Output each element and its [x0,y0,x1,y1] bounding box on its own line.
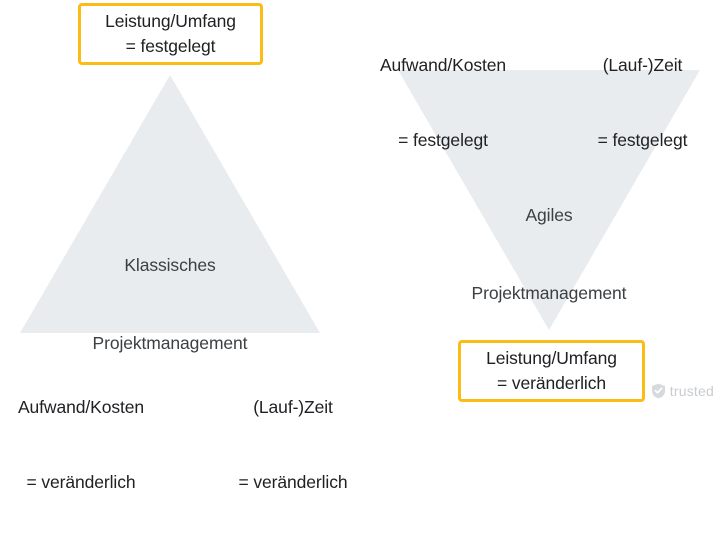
agile-pyramid-caption: Agiles Projektmanagement [441,150,657,358]
diagram-canvas: Leistung/Umfang = festgelegt Klassisches… [17,3,720,492]
classic-apex-label-line2: = festgelegt [125,36,216,56]
classic-apex-label-line1: Leistung/Umfang [105,11,236,31]
agile-top-label-cost-line2: = festgelegt [398,130,488,150]
classic-apex-label-box[interactable]: Leistung/Umfang = festgelegt [78,3,263,65]
classic-base-label-time-line2: = veränderlich [238,472,348,492]
classic-base-label-cost-line2: = veränderlich [26,472,136,492]
classic-base-label-time: (Lauf-)Zeit = veränderlich [212,345,374,545]
agile-top-label-time-line2: = festgelegt [597,130,688,150]
classic-pyramid-caption: Klassisches Projektmanagement [62,200,278,408]
agile-top-label-time-line1: (Lauf-)Zeit [602,55,683,75]
agile-caption-line1: Agiles [525,205,573,225]
agile-apex-label-line2: = veränderlich [496,373,606,393]
shield-check-icon [651,383,666,399]
agile-top-label-cost: Aufwand/Kosten = festgelegt [358,3,528,203]
classic-caption-line2: Projektmanagement [92,333,248,353]
classic-base-label-cost: Aufwand/Kosten = veränderlich [0,345,162,545]
agile-apex-label-box[interactable]: Leistung/Umfang = veränderlich [458,340,645,402]
agile-top-label-time: (Lauf-)Zeit = festgelegt [565,3,720,203]
classic-base-label-cost-line1: Aufwand/Kosten [17,397,145,417]
agile-top-label-cost-line1: Aufwand/Kosten [379,55,507,75]
watermark-text: trusted [669,383,714,399]
agile-apex-label-line1: Leistung/Umfang [486,348,617,368]
agile-caption-line2: Projektmanagement [471,283,627,303]
classic-caption-line1: Klassisches [124,255,216,275]
classic-base-label-time-line1: (Lauf-)Zeit [253,397,333,417]
watermark: trusted [651,383,714,399]
